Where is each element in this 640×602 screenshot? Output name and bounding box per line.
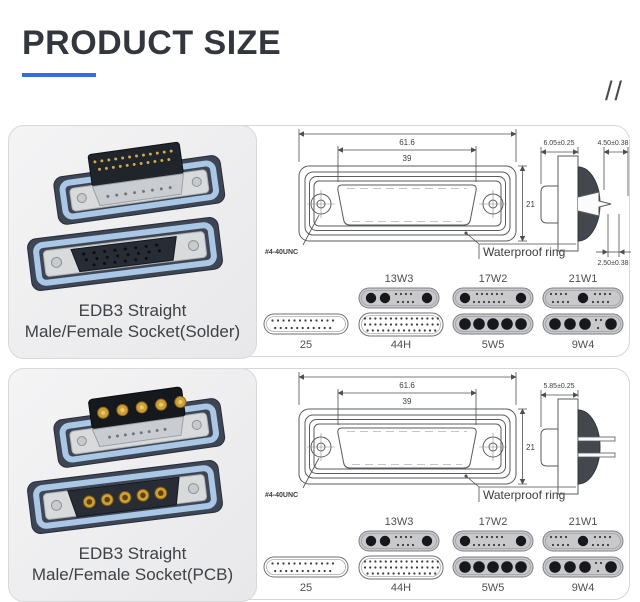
socket-row [84, 248, 172, 262]
variant-row: 13W3 17W2 21W1 [263, 273, 624, 351]
product-panel-pcb: EDB3 Straight Male/Female Socket(PCB) [8, 368, 630, 602]
product-panel-solder: EDB3 Straight Male/Female Socket(Solder) [8, 125, 631, 359]
variant-label-44h: 44H [391, 339, 411, 351]
page-title: PRODUCT SIZE [22, 24, 282, 62]
side-dim-top-left: 6.05±0.25 [543, 140, 574, 147]
dim-inner-width: 39 [403, 397, 412, 406]
variant-connector-9w4 [542, 556, 624, 578]
technical-drawing-pcb: 61.6 39 21 #4-40UNC Waterproof ring [263, 372, 624, 594]
screw-head [187, 483, 199, 495]
thread-label: #4-40UNC [265, 492, 298, 499]
screw-head [76, 193, 87, 204]
power-sockets [82, 486, 168, 509]
screw-head [76, 436, 87, 447]
variant-label-44h: 44H [391, 582, 411, 594]
variant-row: 13W3 17W2 21W1 [263, 516, 624, 594]
variant-label-17w2: 17W2 [479, 516, 508, 528]
variant-label-21w1: 21W1 [569, 516, 598, 528]
hole-row [108, 426, 175, 439]
female-connector-photo [27, 217, 223, 291]
pin-row [98, 157, 178, 171]
waterproof-ring-label: Waterproof ring [483, 245, 565, 259]
dim-height: 21 [526, 200, 535, 209]
screw-head [51, 256, 63, 268]
side-dim-bottom: 2.50±0.38 [597, 260, 628, 267]
variant-connector-17w2 [452, 287, 534, 309]
front-view: 61.6 39 21 #4-40UNC Waterproof ring [265, 372, 576, 502]
screw-head [191, 176, 202, 187]
variant-label-5w5: 5W5 [482, 339, 505, 351]
dim-outer-width: 61.6 [399, 381, 415, 390]
pcb-pin [577, 452, 616, 458]
pcb-pin [577, 436, 616, 442]
variant-connector-5w5 [452, 313, 534, 335]
photo-card-solder: EDB3 Straight Male/Female Socket(Solder) [8, 125, 257, 359]
side-view: 5.85±0.25 [540, 383, 616, 495]
variant-connector-13w3 [358, 287, 440, 309]
dim-outer-width: 61.6 [399, 138, 415, 147]
caption-line2: Male/Female Socket(PCB) [31, 565, 234, 584]
variant-connector-44h [358, 312, 444, 337]
caption-line1: EDB3 Straight [78, 544, 187, 563]
side-view: 6.05±0.25 4.50±0.38 2.50±0.38 [540, 140, 631, 267]
male-connector-photo [53, 141, 226, 225]
technical-drawing-solder: 61.6 39 21 #4-40UNC Waterproof ring [263, 129, 631, 351]
variant-label-21w1: 21W1 [569, 273, 598, 285]
screw-head [187, 240, 199, 252]
caption-line2: Male/Female Socket(Solder) [24, 322, 241, 341]
variant-connector-5w5 [452, 556, 534, 578]
title-underline [22, 73, 96, 77]
variant-connector-25 [263, 556, 349, 578]
product-photo-solder [27, 141, 226, 291]
power-pins [97, 395, 187, 419]
product-photo-pcb [27, 386, 226, 534]
decorative-slashes: // [604, 76, 624, 106]
variant-label-25: 25 [300, 582, 312, 594]
front-view: 61.6 39 21 #4-40UNC Waterproof ring [265, 129, 576, 259]
variant-label-25: 25 [300, 339, 312, 351]
variant-label-13w3: 13W3 [385, 516, 414, 528]
variant-connector-44h [358, 555, 444, 580]
variant-label-5w5: 5W5 [482, 582, 505, 594]
product-caption-solder: EDB3 Straight Male/Female Socket(Solder) [9, 300, 256, 342]
variant-label-17w2: 17W2 [479, 273, 508, 285]
pin-row [93, 148, 180, 164]
variant-connector-21w1 [542, 287, 624, 309]
screw-head [191, 419, 202, 430]
side-dim-top-left: 5.85±0.25 [543, 383, 574, 390]
variant-label-9w4: 9W4 [572, 339, 595, 351]
variant-label-9w4: 9W4 [572, 582, 595, 594]
variant-label-13w3: 13W3 [385, 273, 414, 285]
waterproof-ring-label: Waterproof ring [483, 488, 565, 502]
variant-connector-25 [263, 313, 349, 335]
dim-height: 21 [526, 443, 535, 452]
thread-label: #4-40UNC [265, 249, 298, 256]
hole-row [106, 184, 181, 198]
photo-card-pcb: EDB3 Straight Male/Female Socket(PCB) [8, 368, 257, 602]
side-dim-top-right: 4.50±0.38 [597, 140, 628, 147]
socket-row [82, 242, 169, 256]
variant-connector-21w1 [542, 530, 624, 552]
product-caption-pcb: EDB3 Straight Male/Female Socket(PCB) [9, 543, 256, 585]
socket-row [92, 255, 159, 267]
caption-line1: EDB3 Straight [78, 301, 187, 320]
screw-head [51, 499, 63, 511]
variant-connector-9w4 [542, 313, 624, 335]
variant-connector-17w2 [452, 530, 534, 552]
variant-connector-13w3 [358, 530, 440, 552]
male-connector-photo [53, 386, 226, 468]
female-connector-photo [27, 460, 223, 534]
dim-inner-width: 39 [403, 154, 412, 163]
